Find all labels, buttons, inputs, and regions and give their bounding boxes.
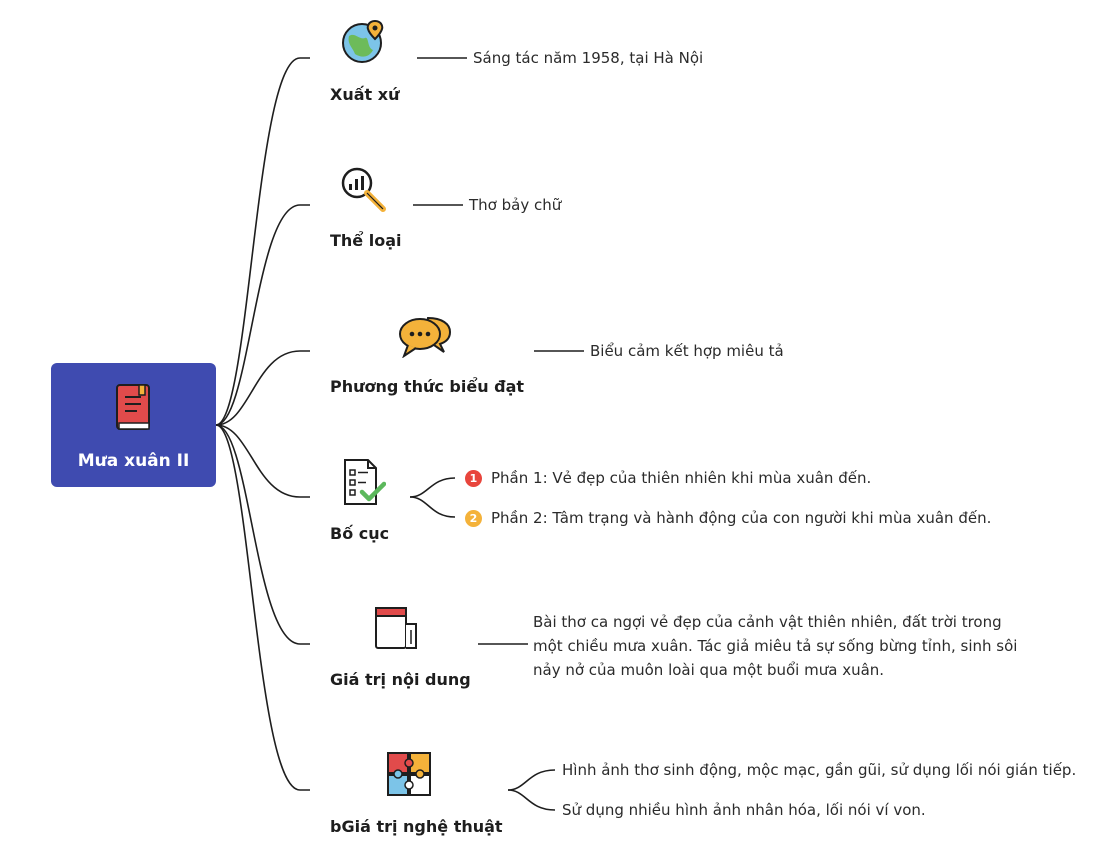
- globe-pin-icon: [342, 19, 384, 63]
- leaf-the-loai: Thơ bảy chữ: [469, 196, 562, 214]
- badge-2: 2: [465, 510, 482, 527]
- magnifier-chart-icon: [341, 167, 386, 212]
- checklist-icon: [344, 459, 386, 505]
- branch-label-bo-cuc[interactable]: Bố cục: [330, 524, 390, 543]
- leaf-nghe-thuat-1: Hình ảnh thơ sinh động, mộc mạc, gần gũi…: [562, 761, 1077, 779]
- branch-label-the-loai[interactable]: Thể loại: [330, 231, 402, 250]
- leaf-bo-cuc-2: Phần 2: Tâm trạng và hành động của con n…: [491, 509, 992, 527]
- chat-bubbles-icon: [399, 316, 452, 358]
- branch-label-gia-tri-nghe-thuat[interactable]: bGiá trị nghệ thuật: [330, 817, 503, 836]
- leaf-gia-tri-noi-dung-line-2: một chiều mưa xuân. Tác giả miêu tả sự s…: [533, 637, 1018, 655]
- leaf-nghe-thuat-2: Sử dụng nhiều hình ảnh nhân hóa, lối nói…: [562, 801, 926, 819]
- branch-label-xuat-xu[interactable]: Xuất xứ: [330, 85, 400, 104]
- leaf-gia-tri-noi-dung-line-3: nảy nở của muôn loài qua một buổi mưa xu…: [533, 661, 885, 679]
- puzzle-icon: [387, 752, 431, 796]
- leaf-xuat-xu: Sáng tác năm 1958, tại Hà Nội: [473, 49, 704, 67]
- leaf-phuong-thuc-bieu-dat: Biểu cảm kết hợp miêu tả: [590, 342, 784, 360]
- leaf-bo-cuc-1: Phần 1: Vẻ đẹp của thiên nhiên khi mùa x…: [491, 469, 872, 487]
- root-node[interactable]: Mưa xuân II: [51, 363, 216, 487]
- book-icon: [116, 384, 150, 430]
- root-title: Mưa xuân II: [77, 451, 190, 471]
- branch-label-phuong-thuc-bieu-dat[interactable]: Phương thức biểu đạt: [330, 377, 525, 396]
- leaf-gia-tri-noi-dung-line-1: Bài thơ ca ngợi vẻ đẹp của cảnh vật thiê…: [533, 613, 1002, 631]
- branch-label-gia-tri-noi-dung[interactable]: Giá trị nội dung: [330, 670, 471, 689]
- leaf-gia-tri-noi-dung: Bài thơ ca ngợi vẻ đẹp của cảnh vật thiê…: [533, 610, 1073, 682]
- notebook-icon: [375, 607, 417, 649]
- badge-1: 1: [465, 470, 482, 487]
